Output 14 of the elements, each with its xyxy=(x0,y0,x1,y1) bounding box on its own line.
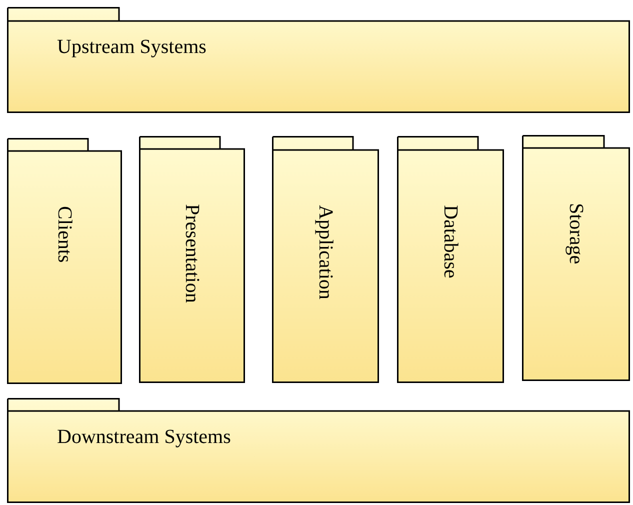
package-box xyxy=(272,136,379,383)
package-label: Clients xyxy=(54,206,76,263)
package-label: Upstream Systems xyxy=(57,36,206,58)
package-box xyxy=(7,7,630,113)
package-box xyxy=(522,135,630,381)
package-label: Database xyxy=(440,205,462,278)
package-label: Storage xyxy=(565,203,587,264)
package-label: Application xyxy=(314,205,336,300)
package-box xyxy=(139,136,245,383)
package-box xyxy=(7,398,630,503)
package-box xyxy=(7,138,122,384)
package-label: Presentation xyxy=(181,204,203,303)
package-label: Downstream Systems xyxy=(57,426,231,448)
package-box xyxy=(397,136,504,383)
